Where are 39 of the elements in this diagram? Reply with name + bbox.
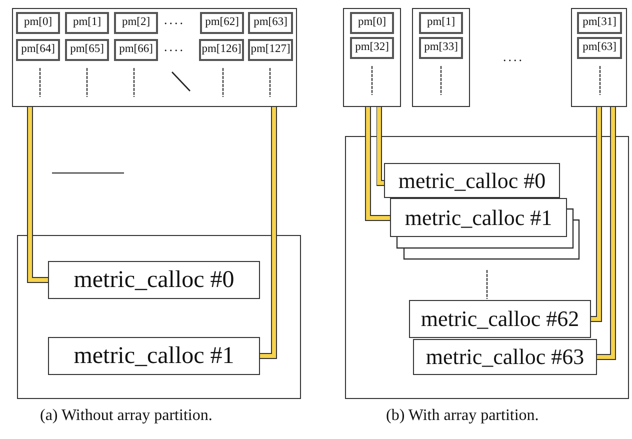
ellipsis-text: ....: [503, 50, 524, 63]
memory-cell: pm[63]: [248, 12, 293, 34]
empty-box: [571, 8, 627, 107]
memory-cell: pm[64]: [16, 39, 60, 61]
memory-cell: pm[62]: [200, 12, 244, 34]
empty-box: [343, 8, 401, 107]
memory-cell: pm[0]: [16, 12, 60, 34]
memory-cell: pm[2]: [114, 12, 158, 34]
wire-band: [28, 107, 48, 282]
wire-band: [591, 107, 601, 321]
calloc-box: metric_calloc #62: [409, 300, 591, 338]
caption: (b) With array partition.: [386, 408, 539, 424]
memory-cell: pm[65]: [65, 39, 109, 61]
calloc-box: metric_calloc #1: [48, 337, 260, 375]
calloc-box: metric_calloc #0: [384, 163, 560, 198]
wire-band: [377, 107, 384, 185]
memory-cell: pm[32]: [350, 37, 394, 59]
empty-box: [412, 8, 470, 107]
memory-cell: pm[1]: [419, 12, 463, 34]
memory-cell: pm[33]: [419, 37, 463, 59]
memory-cell: pm[126]: [199, 39, 244, 61]
memory-cell: pm[66]: [114, 39, 158, 61]
empty-box: [17, 235, 301, 399]
memory-cell: pm[0]: [350, 12, 394, 34]
wire-band: [366, 107, 390, 220]
calloc-box: metric_calloc #0: [48, 261, 260, 299]
empty-box: [345, 136, 629, 399]
empty-box: [12, 8, 297, 107]
wire-band: [597, 107, 615, 359]
calloc-box: metric_calloc #1: [390, 198, 567, 237]
caption: (a) Without array partition.: [40, 408, 212, 424]
ellipsis-text: ....: [164, 40, 185, 53]
memory-cell: pm[63]: [577, 37, 622, 59]
memory-cell: pm[127]: [248, 39, 293, 61]
ellipsis-text: ....: [164, 13, 185, 26]
memory-cell: pm[31]: [577, 12, 622, 34]
wire-band: [260, 107, 276, 358]
calloc-box: metric_calloc #63: [413, 339, 597, 375]
memory-cell: pm[1]: [65, 12, 109, 34]
